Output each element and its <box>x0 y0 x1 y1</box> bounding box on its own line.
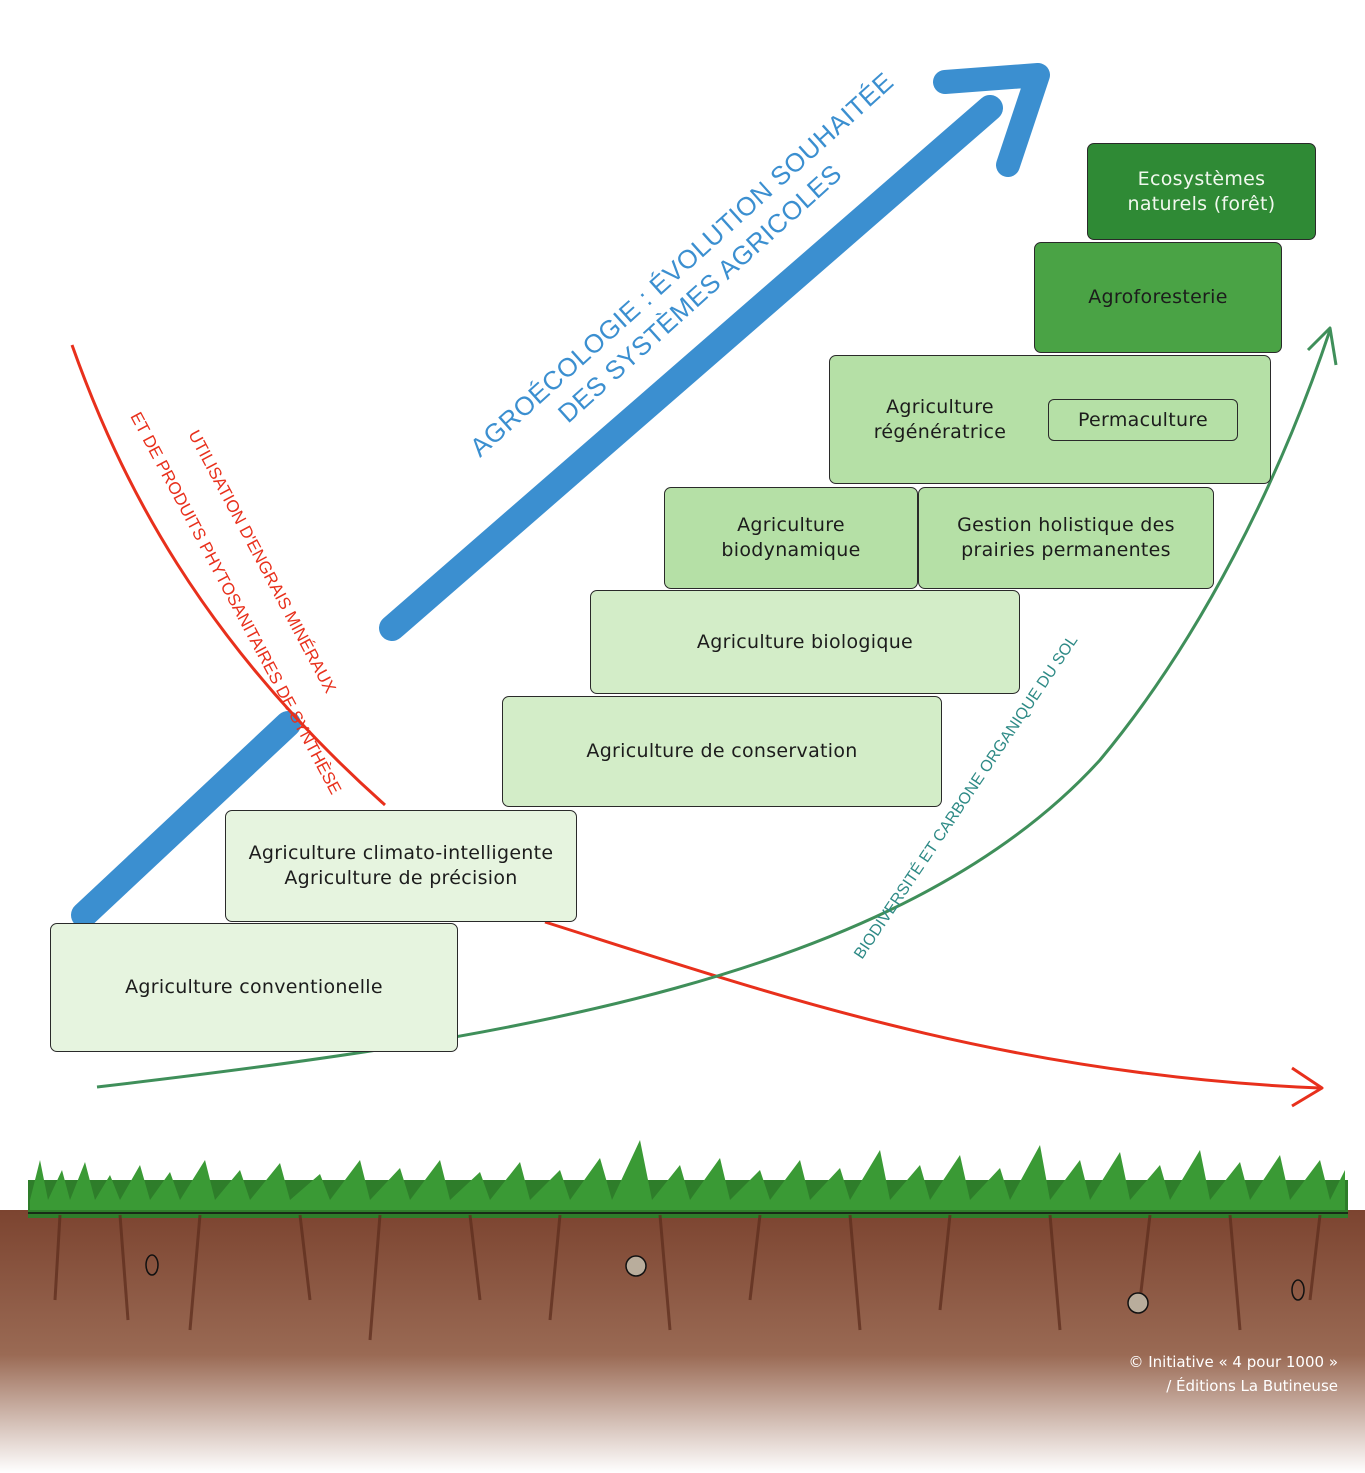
red-curve-lower <box>544 920 1321 1090</box>
pebble <box>625 1255 647 1277</box>
fertilizer-curve <box>70 344 1324 1108</box>
green-arrow-head <box>1306 326 1338 366</box>
agroecology-arrow <box>71 63 1050 928</box>
step-label: Agriculture climato-intelligente Agricul… <box>248 842 554 889</box>
blue-arrow-upper-segment <box>379 95 1003 641</box>
blue-arrow-head <box>933 63 1050 177</box>
step-label: Gestion holistique des prairies permanen… <box>957 514 1175 561</box>
step-label: Agriculture biodynamique <box>721 514 861 561</box>
step-biodynamic-agriculture: Agriculture biodynamique <box>664 487 918 589</box>
pebble <box>1127 1292 1149 1314</box>
step-label: Agriculture biologique <box>696 630 914 653</box>
step-conservation-agriculture: Agriculture de conservation <box>502 696 942 807</box>
step-label: Agriculture de conservation <box>586 740 858 762</box>
agroecology-label-line2: DES SYSTÈMES AGRICOLES <box>552 158 848 428</box>
step-label: Agroforesterie <box>1088 286 1228 308</box>
step-natural-ecosystems: Ecosystèmes naturels (forêt) <box>1087 143 1316 240</box>
fertilizer-label-line2: ET DE PRODUITS PHYTOSANITAIRES DE SYNTHÈ… <box>126 409 345 797</box>
roots <box>53 1214 1322 1341</box>
step-agroforestry: Agroforesterie <box>1034 242 1282 353</box>
red-arrow-head <box>1291 1066 1324 1108</box>
step-label: Permaculture <box>1077 408 1209 431</box>
step-climate-smart-agriculture: Agriculture climato-intelligente Agricul… <box>225 810 577 922</box>
grass-blades <box>30 1140 1345 1210</box>
step-holistic-grassland-management: Gestion holistique des prairies permanen… <box>918 487 1214 589</box>
step-label: Agriculture conventionelle <box>125 976 383 998</box>
step-label: Agriculture régénératrice <box>873 395 1007 443</box>
copyright-credit: © Initiative « 4 pour 1000 » / Éditions … <box>1128 1350 1338 1398</box>
red-curve-upper <box>70 344 386 807</box>
pebble <box>145 1254 159 1276</box>
step-label: Ecosystèmes naturels (forêt) <box>1127 167 1276 215</box>
pebble <box>1291 1279 1305 1301</box>
step-permaculture: Permaculture <box>1048 399 1238 441</box>
soil <box>0 1210 1365 1473</box>
credit-line-1: © Initiative « 4 pour 1000 » <box>1128 1353 1338 1371</box>
credit-line-2: / Éditions La Butineuse <box>1166 1377 1338 1395</box>
step-organic-agriculture: Agriculture biologique <box>590 590 1020 694</box>
step-regenerative-agriculture: Agriculture régénératrice Permaculture <box>829 355 1271 484</box>
step-conventional-agriculture: Agriculture conventionelle <box>50 923 458 1052</box>
ground-illustration <box>0 1140 1365 1473</box>
blue-arrow-lower-segment <box>71 711 301 928</box>
